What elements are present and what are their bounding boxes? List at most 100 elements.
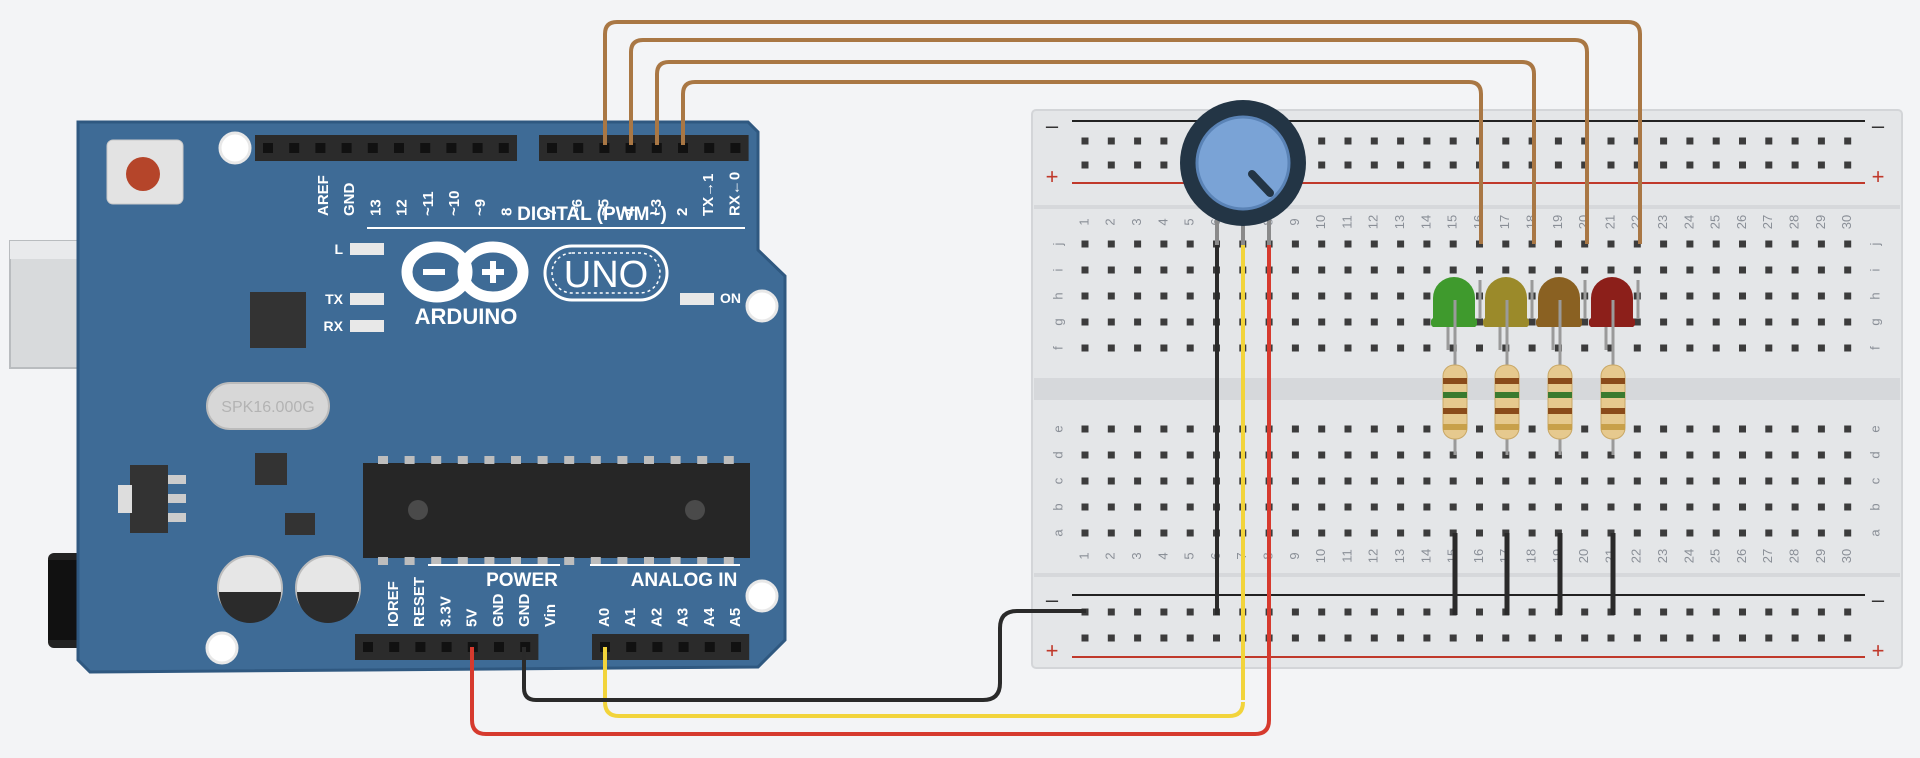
breadboard-hole[interactable]	[1528, 608, 1536, 616]
breadboard-hole[interactable]	[1660, 634, 1668, 642]
breadboard-hole[interactable]	[1554, 266, 1562, 274]
breadboard-hole[interactable]	[1186, 318, 1194, 326]
breadboard-hole[interactable]	[1370, 608, 1378, 616]
breadboard-hole[interactable]	[1607, 477, 1615, 485]
breadboard-hole[interactable]	[1660, 425, 1668, 433]
breadboard-hole[interactable]	[1686, 240, 1694, 248]
breadboard-hole[interactable]	[1660, 318, 1668, 326]
breadboard-hole[interactable]	[1791, 425, 1799, 433]
breadboard-hole[interactable]	[1160, 477, 1168, 485]
breadboard-hole[interactable]	[1712, 503, 1720, 511]
breadboard-hole[interactable]	[1160, 161, 1168, 169]
wire-5v[interactable]	[470, 647, 1271, 736]
breadboard-hole[interactable]	[1397, 477, 1405, 485]
breadboard-hole[interactable]	[1712, 161, 1720, 169]
breadboard-hole[interactable]	[1397, 161, 1405, 169]
breadboard-hole[interactable]	[1686, 292, 1694, 300]
breadboard-hole[interactable]	[1817, 608, 1825, 616]
wire-pin4[interactable]	[629, 38, 1589, 244]
breadboard-hole[interactable]	[1844, 161, 1852, 169]
breadboard-hole[interactable]	[1660, 503, 1668, 511]
breadboard-hole[interactable]	[1686, 344, 1694, 352]
breadboard-hole[interactable]	[1344, 529, 1352, 537]
breadboard-hole[interactable]	[1107, 344, 1115, 352]
breadboard-hole[interactable]	[1344, 608, 1352, 616]
breadboard-hole[interactable]	[1476, 503, 1483, 511]
breadboard-hole[interactable]	[1344, 451, 1352, 459]
breadboard-hole[interactable]	[1791, 318, 1799, 326]
breadboard-hole[interactable]	[1686, 318, 1694, 326]
breadboard-hole[interactable]	[1502, 634, 1510, 642]
power-pin[interactable]	[363, 642, 373, 652]
digital-right-pin[interactable]	[704, 143, 715, 153]
breadboard-hole[interactable]	[1291, 318, 1299, 326]
breadboard-hole[interactable]	[1107, 529, 1115, 537]
breadboard-hole[interactable]	[1528, 344, 1536, 352]
breadboard-hole[interactable]	[1370, 266, 1378, 274]
breadboard-hole[interactable]	[1476, 477, 1483, 485]
breadboard-hole[interactable]	[1423, 634, 1431, 642]
analog-header[interactable]	[592, 634, 750, 660]
breadboard-hole[interactable]	[1344, 425, 1352, 433]
breadboard-hole[interactable]	[1607, 240, 1615, 248]
breadboard-hole[interactable]	[1397, 529, 1405, 537]
breadboard-hole[interactable]	[1712, 344, 1720, 352]
breadboard-hole[interactable]	[1370, 240, 1378, 248]
breadboard-hole[interactable]	[1712, 634, 1720, 642]
breadboard-hole[interactable]	[1370, 425, 1378, 433]
breadboard-hole[interactable]	[1817, 451, 1825, 459]
breadboard-hole[interactable]	[1633, 161, 1641, 169]
breadboard-hole[interactable]	[1186, 425, 1194, 433]
breadboard-hole[interactable]	[1344, 477, 1352, 485]
resistor[interactable]	[1494, 300, 1520, 455]
breadboard-hole[interactable]	[1291, 503, 1299, 511]
breadboard-hole[interactable]	[1423, 503, 1431, 511]
breadboard-hole[interactable]	[1844, 318, 1852, 326]
breadboard-hole[interactable]	[1791, 344, 1799, 352]
breadboard-hole[interactable]	[1660, 161, 1668, 169]
digital-header-right[interactable]	[539, 135, 749, 161]
breadboard-hole[interactable]	[1081, 503, 1089, 511]
pot-knob[interactable]	[1195, 115, 1291, 211]
breadboard-hole[interactable]	[1081, 451, 1089, 459]
analog-pin[interactable]	[652, 642, 663, 652]
breadboard-hole[interactable]	[1581, 266, 1589, 274]
breadboard-hole[interactable]	[1739, 240, 1746, 248]
breadboard-hole[interactable]	[1449, 451, 1457, 459]
breadboard-hole[interactable]	[1765, 240, 1773, 248]
breadboard-hole[interactable]	[1791, 608, 1799, 616]
breadboard-hole[interactable]	[1397, 608, 1405, 616]
breadboard-hole[interactable]	[1660, 266, 1668, 274]
breadboard-hole[interactable]	[1844, 240, 1852, 248]
digital-left-pin[interactable]	[498, 143, 509, 153]
breadboard-hole[interactable]	[1318, 137, 1326, 145]
breadboard-hole[interactable]	[1344, 161, 1352, 169]
breadboard-hole[interactable]	[1739, 344, 1746, 352]
breadboard-hole[interactable]	[1844, 608, 1852, 616]
breadboard-hole[interactable]	[1397, 240, 1405, 248]
breadboard-hole[interactable]	[1186, 240, 1194, 248]
breadboard-hole[interactable]	[1449, 266, 1457, 274]
breadboard-hole[interactable]	[1318, 608, 1326, 616]
breadboard-hole[interactable]	[1554, 477, 1562, 485]
breadboard-hole[interactable]	[1186, 451, 1194, 459]
breadboard-hole[interactable]	[1318, 318, 1326, 326]
breadboard-hole[interactable]	[1817, 266, 1825, 274]
breadboard-hole[interactable]	[1817, 318, 1825, 326]
breadboard-hole[interactable]	[1791, 477, 1799, 485]
breadboard-hole[interactable]	[1633, 634, 1641, 642]
breadboard-hole[interactable]	[1686, 137, 1694, 145]
resistor[interactable]	[1442, 300, 1468, 455]
digital-left-pin[interactable]	[341, 143, 352, 153]
breadboard-hole[interactable]	[1186, 529, 1194, 537]
breadboard-hole[interactable]	[1660, 608, 1668, 616]
breadboard-hole[interactable]	[1449, 240, 1457, 248]
breadboard-hole[interactable]	[1423, 529, 1431, 537]
wire-gnd[interactable]	[522, 609, 1086, 702]
digital-left-pin[interactable]	[446, 143, 457, 153]
breadboard-hole[interactable]	[1476, 344, 1483, 352]
breadboard-hole[interactable]	[1160, 240, 1168, 248]
breadboard-hole[interactable]	[1554, 161, 1562, 169]
breadboard-hole[interactable]	[1186, 608, 1194, 616]
breadboard-hole[interactable]	[1423, 292, 1431, 300]
